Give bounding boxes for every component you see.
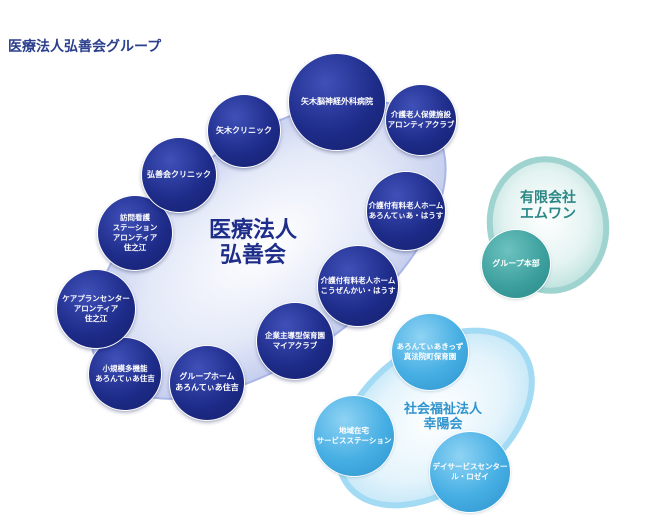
- member-careplan-center-suminoe: ケアプランセンター アロンティア 住之江: [57, 270, 135, 348]
- member-maia-club-nursery: 企業主導型保育園 マイアクラブ: [257, 303, 333, 379]
- page-title: 医療法人弘善会グループ: [8, 39, 162, 55]
- member-group-headquarters: グループ本部: [482, 230, 550, 298]
- member-aurontia-kids-nursery: あろんてぃあきっず 真法院町保育園: [392, 314, 468, 390]
- main-org-label: 医療法人 弘善会: [208, 218, 297, 269]
- member-visiting-nursing-suminoe: 訪問看護 ステーション アロンティア 住之江: [98, 196, 172, 270]
- member-small-multifunction-sumiyoshi: 小規模多機能 あろんてぃあ住吉: [89, 338, 161, 410]
- member-kouzenkai-house: 介護付有料老人ホーム こうぜんかい・はうす: [318, 246, 398, 326]
- member-yagi-clinic: 矢木クリニック: [208, 95, 280, 167]
- member-dayservice-le-rosey: デイサービスセンター ル・ロゼイ: [430, 432, 510, 512]
- member-aurontia-club: 介護老人保健施設 アロンティアクラブ: [386, 85, 456, 155]
- company-label: 有限会社 エムワン: [520, 190, 576, 223]
- member-yagi-neurosurgery-hospital: 矢木脳神経外科病院: [289, 54, 385, 150]
- member-kouzenkai-clinic: 弘善会クリニック: [142, 138, 216, 212]
- member-aurontia-house: 介護付有料老人ホーム あろんてぃあ・はうす: [367, 172, 445, 250]
- member-grouphome-sumiyoshi: グループホーム あろんてぃあ住吉: [170, 346, 244, 420]
- member-community-home-service-station: 地域在宅 サービスステーション: [314, 396, 394, 476]
- welfare-label: 社会福祉法人 幸陽会: [403, 402, 482, 432]
